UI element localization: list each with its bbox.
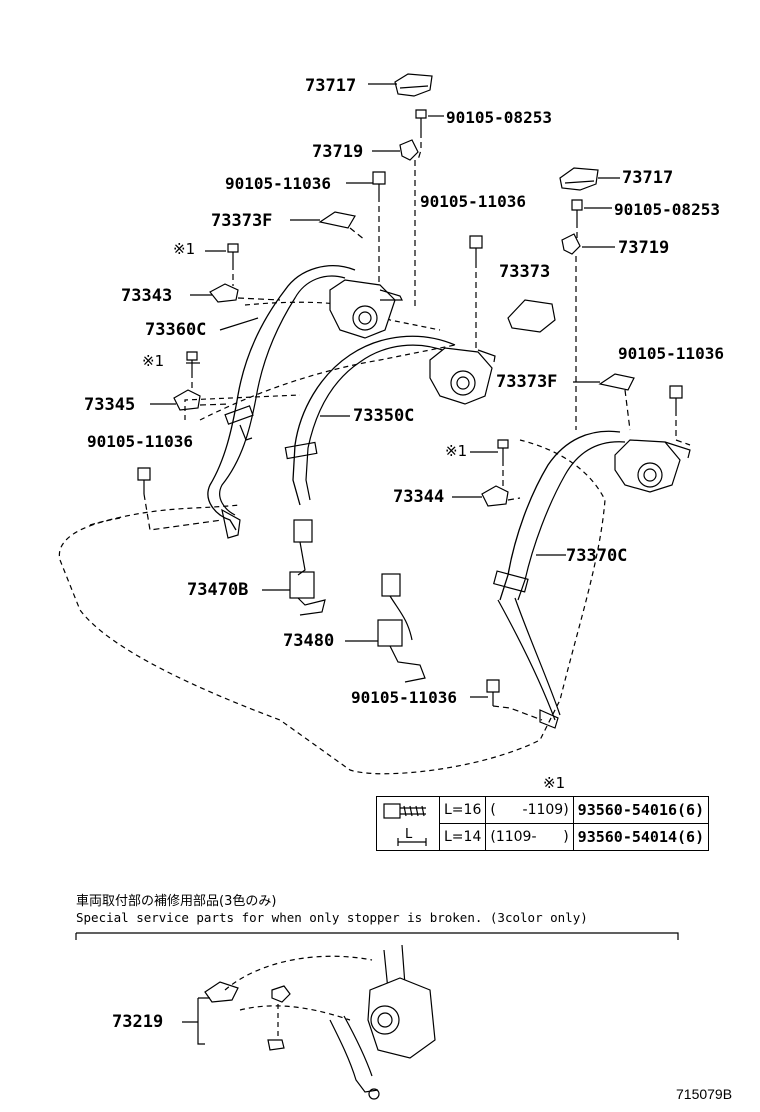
part-label-90105-11036: 90105-11036: [225, 174, 331, 193]
cover-73717-right: [559, 167, 599, 191]
cover-73373: [507, 299, 556, 333]
part-label-73350c: 73350C: [353, 406, 415, 426]
part-label-90105-11036: 90105-11036: [87, 432, 193, 451]
part-label-73344: 73344: [393, 487, 445, 507]
part-label-73343: 73343: [121, 286, 173, 306]
cover-73717-upper: [394, 73, 433, 97]
part-label-73360c: 73360C: [145, 320, 207, 340]
part-label-90105-08253: 90105-08253: [614, 200, 720, 219]
bracket-73343: [209, 283, 239, 303]
note-marker: ※1: [173, 240, 196, 258]
part-label-73470b: 73470B: [187, 580, 249, 600]
anchor-73719-upper: [399, 139, 419, 161]
part-label-90105-11036: 90105-11036: [618, 344, 724, 363]
part-label-73373: 73373: [499, 262, 551, 282]
belt-guide-73370c: [492, 570, 529, 593]
note-english: Special service parts for when only stop…: [76, 910, 588, 925]
seat-back-outline: [244, 301, 441, 331]
part-label-90105-08253: 90105-08253: [446, 108, 552, 127]
note-japanese: 車両取付部の補修用部品(3色のみ): [76, 894, 277, 909]
part-label-73719: 73719: [312, 142, 364, 162]
figure-reference: 715079B: [676, 1086, 733, 1102]
table-marker: ※1: [543, 774, 566, 792]
part-label-90105-11036: 90105-11036: [420, 192, 526, 211]
range-cell: ( -1109): [485, 796, 574, 824]
note-marker: ※1: [445, 442, 468, 460]
dim-label: L: [405, 827, 413, 842]
stopper-detail: [182, 944, 436, 1100]
buckle-73480: [377, 573, 426, 683]
retractor-left: [329, 279, 403, 339]
part-label-73373f: 73373F: [211, 211, 273, 231]
part-label-73370c: 73370C: [566, 546, 628, 566]
part-label-90105-11036: 90105-11036: [351, 688, 457, 707]
belt-73370c: [499, 430, 621, 601]
belt-73360c: [207, 265, 356, 531]
table-row: L=14 (1109- ) 93560-54014(6): [377, 823, 710, 851]
part-number-cell: 93560-54014(6): [572, 823, 710, 851]
range-cell: (1109- ): [485, 823, 574, 851]
belt-73350c: [292, 335, 456, 506]
section-divider: [75, 932, 679, 940]
cover-73373f-right: [598, 373, 635, 391]
belt-guide-73360c: [224, 405, 254, 425]
seat-cushion-outline: [58, 439, 606, 775]
length-cell: L=14: [438, 823, 487, 851]
length-cell: L=16: [438, 796, 487, 824]
buckle-73470b: [289, 519, 326, 616]
part-label-73480: 73480: [283, 631, 335, 651]
screw-spec-table: L L=16 ( -1109) 93560-54016(6) L=14 (110…: [376, 796, 710, 851]
part-label-73345: 73345: [84, 395, 136, 415]
part-label-73717: 73717: [305, 76, 357, 96]
part-label-73717: 73717: [622, 168, 674, 188]
belt-guide-73350c: [284, 441, 318, 460]
bracket-73344: [481, 485, 509, 507]
cover-73373f-upper: [318, 211, 356, 229]
part-label-73373f: 73373F: [496, 372, 558, 392]
part-label-73719: 73719: [618, 238, 670, 258]
bracket-73345: [173, 389, 201, 411]
retractor-right: [614, 439, 691, 493]
retractor-center: [429, 347, 496, 405]
note-marker: ※1: [142, 352, 165, 370]
screw-icon-cell: L: [376, 796, 440, 851]
bolt-icon: [137, 109, 683, 706]
anchor-73719-right: [561, 233, 581, 255]
part-label-73219: 73219: [112, 1012, 164, 1032]
table-row: L L=16 ( -1109) 93560-54016(6): [376, 796, 710, 851]
part-number-cell: 93560-54016(6): [572, 796, 710, 824]
